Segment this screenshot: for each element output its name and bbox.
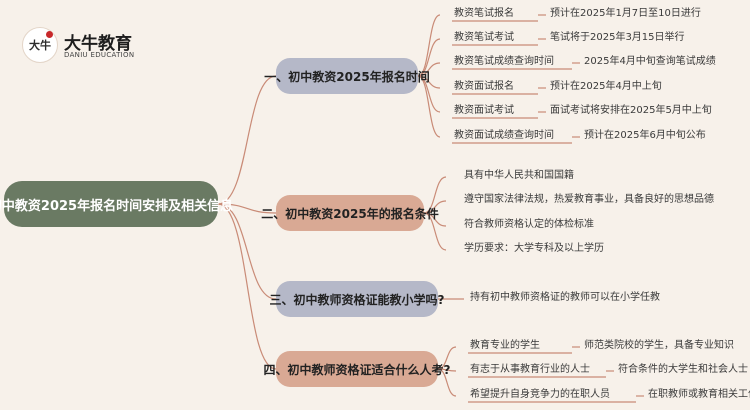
connector-root-b4: [217, 203, 277, 370]
logo-subtitle: DANIU EDUCATION: [64, 51, 135, 59]
leaf-detail: 师范类院校的学生，具备专业知识: [584, 340, 734, 351]
leaf-detail: 预计在2025年1月7日至10日进行: [550, 8, 701, 19]
leaf-label: 教资笔试报名: [454, 8, 514, 19]
leaf-detail: 符合条件的大学生和社会人士: [618, 364, 748, 375]
leaf-label: 遵守国家法律法规，热爱教育事业，具备良好的思想品德: [464, 194, 714, 205]
leaf-label: 教资面试成绩查询时间: [454, 130, 554, 141]
logo: 大牛 大牛教育 DANIU EDUCATION: [22, 27, 142, 67]
branch-registration-time: 一、初中教资2025年报名时间: [264, 58, 430, 94]
leaf-label: 学历要求：大学专科及以上学历: [464, 243, 604, 254]
leaf-label: 教育专业的学生: [470, 340, 540, 351]
connector-root-b2: [217, 203, 277, 214]
leaf-label: 持有初中教师资格证的教师可以在小学任教: [470, 292, 660, 303]
leaf-label: 教资笔试成绩查询时间: [454, 56, 554, 67]
leaf-label: 教资面试报名: [454, 81, 514, 92]
logo-dot: [46, 31, 53, 38]
branch-teach-primary: 三、初中教师资格证能教小学吗?: [270, 281, 444, 317]
connector-root-b3: [217, 203, 277, 300]
branch-registration-conditions: 二、初中教资2025年的报名条件: [261, 195, 439, 231]
leaf-label: 教资笔试考试: [454, 32, 514, 43]
leaf-label: 具有中华人民共和国国籍: [464, 170, 574, 181]
leaf-detail: 预计在2025年4月中上旬: [550, 81, 662, 92]
leaf-detail: 2025年4月中旬查询笔试成绩: [584, 56, 716, 67]
leaf-detail: 预计在2025年6月中旬公布: [584, 130, 706, 141]
leaf-detail: 笔试将于2025年3月15日举行: [550, 32, 685, 43]
root-topic: 初中教资2025年报名时间安排及相关信息: [0, 181, 233, 227]
leaf-detail: 面试考试将安排在2025年5月中上旬: [550, 105, 712, 116]
leaf-label: 有志于从事教育行业的人士: [470, 364, 590, 375]
leaf-label: 希望提升自身竞争力的在职人员: [470, 389, 610, 400]
logo-name: 大牛教育: [64, 34, 132, 54]
connector-root-b1: [217, 75, 277, 205]
branch-suitable-candidates: 四、初中教师资格证适合什么人考?: [264, 351, 450, 387]
leaf-label: 教资面试考试: [454, 105, 514, 116]
leaf-detail: 在职教师或教育相关工作者: [648, 389, 750, 400]
leaf-label: 符合教师资格认定的体检标准: [464, 219, 594, 230]
